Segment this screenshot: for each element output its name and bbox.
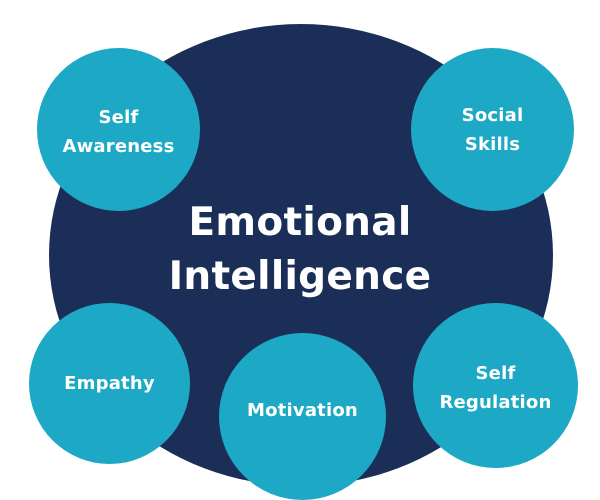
node-self-regulation-line-2: Regulation <box>439 392 552 413</box>
node-motivation-label: Motivation <box>247 396 358 425</box>
node-self-awareness-line-2: Awareness <box>62 136 175 157</box>
center-title: Emotional Intelligence <box>150 196 450 304</box>
node-empathy-line-1: Empathy <box>64 373 155 394</box>
node-self-regulation-line-1: Self <box>475 363 516 384</box>
node-self-awareness: Self Awareness <box>37 48 200 211</box>
node-empathy: Empathy <box>29 303 190 464</box>
node-self-regulation: Self Regulation <box>413 303 578 468</box>
node-motivation: Motivation <box>219 333 386 500</box>
node-social-skills-line-1: Social <box>461 104 524 126</box>
node-social-skills-label: Social Skills <box>462 101 524 159</box>
center-title-line-1: Emotional <box>188 200 412 245</box>
node-social-skills: Social Skills <box>411 48 574 211</box>
node-motivation-line-1: Motivation <box>247 400 358 421</box>
node-social-skills-line-2: Skills <box>464 133 521 155</box>
node-self-regulation-label: Self Regulation <box>439 359 551 417</box>
node-empathy-label: Empathy <box>64 369 155 398</box>
center-title-line-2: Intelligence <box>168 254 432 299</box>
node-self-awareness-label: Self Awareness <box>62 103 174 161</box>
node-self-awareness-line-1: Self <box>98 107 139 128</box>
